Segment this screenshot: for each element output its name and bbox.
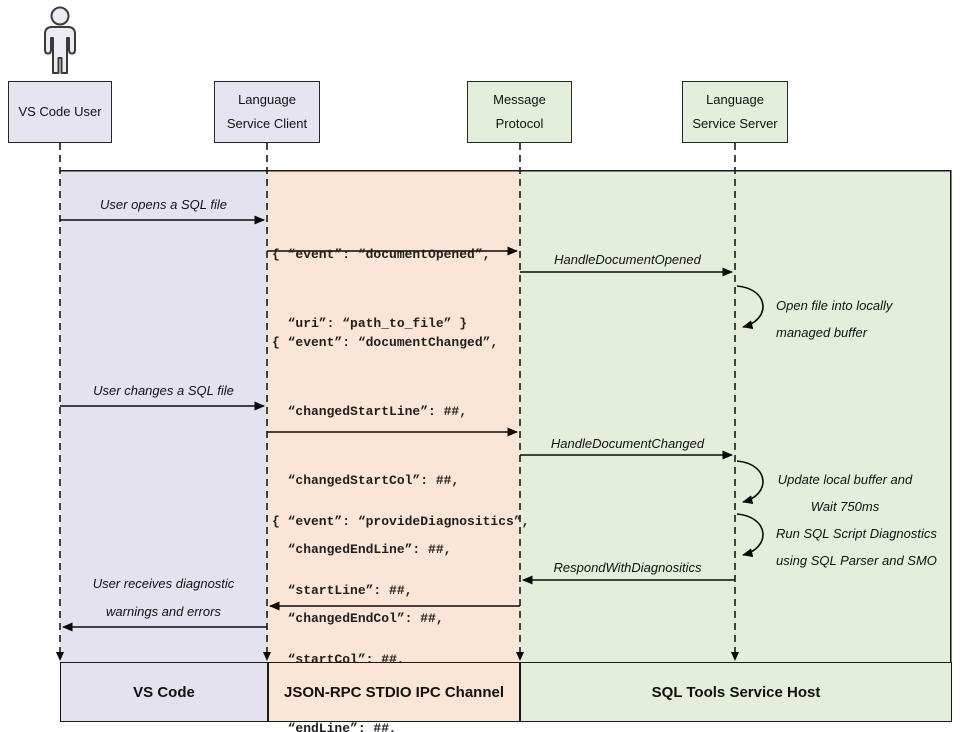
header-label: Service Client (226, 116, 308, 131)
lane-vscode (60, 170, 268, 662)
note-update-buffer: Update local buffer and Wait 750ms (777, 472, 913, 514)
header-label: Service Server (692, 116, 778, 131)
header-label: Protocol (495, 116, 544, 131)
note-open-buffer: Open file into locally managed buffer (776, 298, 893, 340)
footer-box-vscode: VS Code (60, 662, 268, 722)
footer-box-service-host: SQL Tools Service Host (520, 662, 952, 722)
person-head (50, 6, 70, 26)
label-user-changes-file: User changes a SQL file (93, 383, 234, 398)
footer-box-ipc-channel: JSON-RPC STDIO IPC Channel (268, 662, 520, 722)
header-label: VS Code User (18, 104, 102, 119)
label-handle-document-changed: HandleDocumentChanged (550, 436, 705, 451)
header-box-vscode-user: VS Code User (8, 81, 112, 143)
note-run-diagnostics: Run SQL Script Diagnostics using SQL Par… (776, 526, 937, 568)
label-user-opens-file: User opens a SQL file (100, 197, 227, 212)
header-label: Language (238, 92, 296, 107)
lane-service-host (520, 170, 952, 662)
header-box-language-service-client: Language Service Client (214, 81, 320, 143)
header-label: Message (493, 92, 546, 107)
footer-label-service-host: SQL Tools Service Host (651, 683, 821, 701)
footer-label-ipc-channel: JSON-RPC STDIO IPC Channel (283, 683, 505, 701)
label-user-receives-diagnostics: User receives diagnostic warnings and er… (92, 576, 235, 619)
person-body (44, 26, 76, 74)
footer-label-vscode: VS Code (133, 683, 195, 701)
lane-ipc-channel (268, 170, 520, 662)
label-respond-with-diagnostics: RespondWithDiagnositics (553, 560, 702, 575)
payload-document-opened: { “event”: “documentOpened”, “uri”: “pat… (272, 247, 491, 331)
person-icon (44, 6, 76, 74)
header-box-language-service-server: Language Service Server (682, 81, 788, 143)
header-box-message-protocol: Message Protocol (467, 81, 572, 143)
header-label: Language (706, 92, 764, 107)
label-handle-document-opened: HandleDocumentOpened (554, 252, 701, 267)
